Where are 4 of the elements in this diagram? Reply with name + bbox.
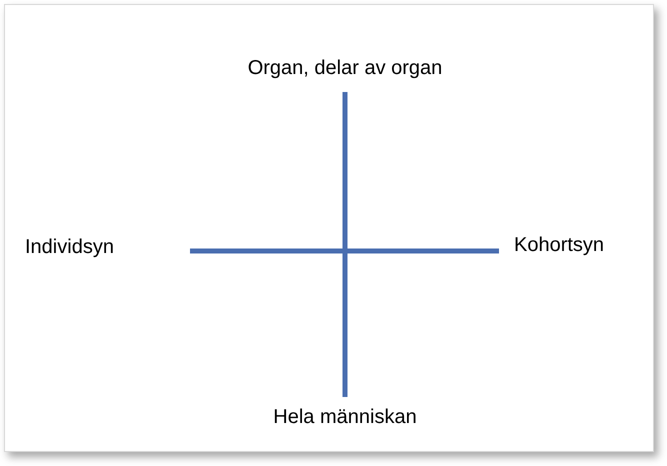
axis-label: Organ, delar av organ [248, 56, 442, 80]
axis-label: Individsyn [25, 235, 114, 259]
axis-label: Kohortsyn [514, 233, 604, 257]
axis-label: Hela människan [273, 405, 417, 429]
